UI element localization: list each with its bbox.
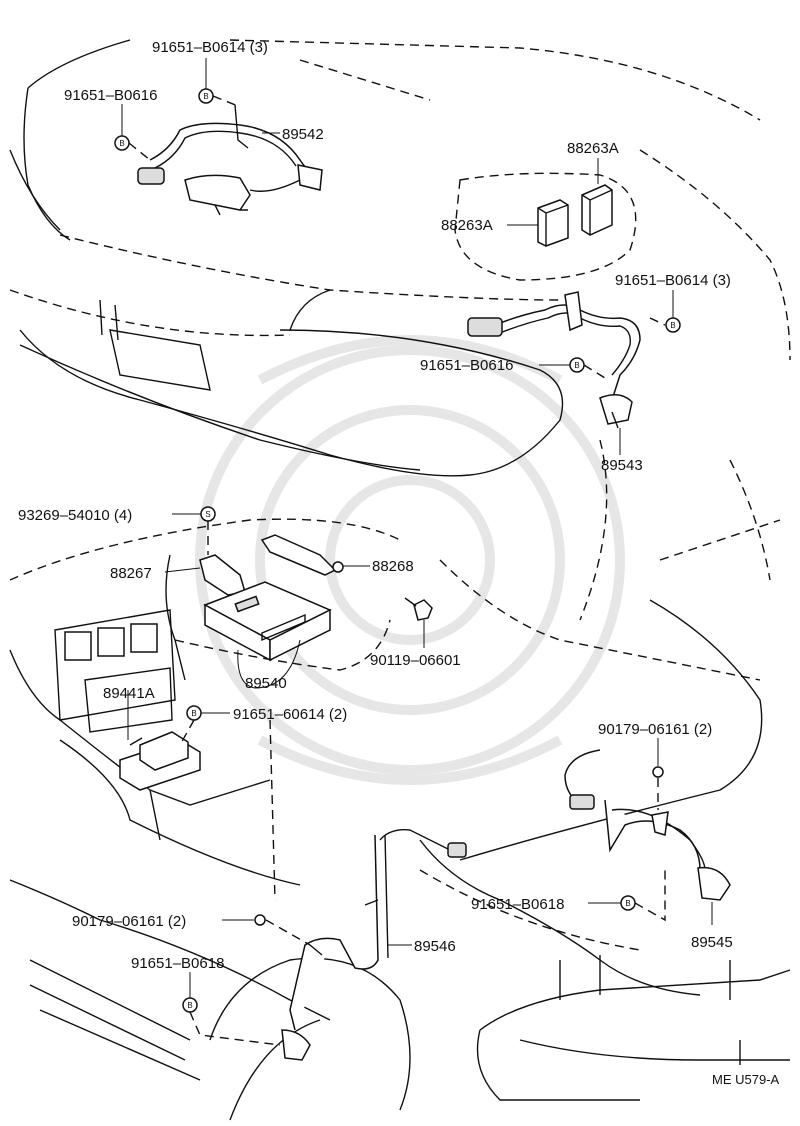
part-label-88267: 88267 bbox=[110, 565, 152, 582]
part-label-89540: 89540 bbox=[245, 675, 287, 692]
part-label-91651-b0614-3-mid: 91651–B0614 (3) bbox=[615, 272, 731, 289]
front-sensor-harness-89542 bbox=[137, 104, 323, 216]
part-label-89542: 89542 bbox=[282, 126, 324, 143]
part-label-90179-06161-2-right: 90179–06161 (2) bbox=[598, 721, 712, 738]
bolt-90119-06601 bbox=[404, 597, 433, 621]
rear-sensor-harness-89545 bbox=[564, 749, 731, 901]
abs-ecu-89540 bbox=[203, 581, 332, 662]
bolt-symbol-text: B bbox=[119, 139, 124, 148]
part-label-91651-b0618-right: 91651–B0618 bbox=[471, 896, 564, 913]
bolt-symbol-text: B bbox=[203, 92, 208, 101]
rear-sensor-harness-89546 bbox=[281, 829, 467, 1061]
bolt-symbol-text: B bbox=[574, 361, 579, 370]
bracket-88268 bbox=[260, 534, 337, 576]
part-label-91651-b0616-mid: 91651–B0616 bbox=[420, 357, 513, 374]
part-label-91651-60614-2: 91651–60614 (2) bbox=[233, 706, 347, 723]
bolt-symbol-text: B bbox=[191, 709, 196, 718]
bolt-symbol-text: B bbox=[670, 321, 675, 330]
nut-symbols bbox=[254, 561, 664, 926]
bolt-symbol-text: B bbox=[187, 1001, 192, 1010]
bolt-symbol-text: B bbox=[625, 899, 630, 908]
part-label-89543: 89543 bbox=[601, 457, 643, 474]
part-label-89546: 89546 bbox=[414, 938, 456, 955]
relay-88263a-left bbox=[537, 199, 569, 247]
bolt-symbol-letters: B B B B B B B bbox=[119, 92, 675, 1010]
vehicle-body-outline bbox=[9, 39, 791, 621]
part-label-90119-06601: 90119–06601 bbox=[370, 652, 461, 669]
part-label-93269-54010-4: 93269–54010 (4) bbox=[18, 507, 132, 524]
diagram-reference-code: ME U579-A bbox=[712, 1072, 780, 1087]
part-labels: 91651–B0614 (3) 91651–B0616 89542 88263A… bbox=[18, 39, 780, 1087]
part-label-90179-06161-2-left: 90179–06161 (2) bbox=[72, 913, 186, 930]
screw-symbol-text: S bbox=[205, 510, 210, 519]
part-label-88268: 88268 bbox=[372, 558, 414, 575]
front-sensor-harness-89543 bbox=[467, 291, 641, 429]
part-label-91651-b0618-left: 91651–B0618 bbox=[131, 955, 224, 972]
part-label-89441a: 89441A bbox=[103, 685, 155, 702]
leader-lines bbox=[121, 58, 713, 1046]
decel-sensor-89441a bbox=[119, 731, 201, 791]
nut-icon bbox=[652, 766, 664, 778]
part-label-91651-b0614-3-top: 91651–B0614 (3) bbox=[152, 39, 268, 56]
nut-icon bbox=[332, 561, 344, 573]
vehicle-lower-outline bbox=[9, 518, 791, 1121]
watermark-emblem bbox=[195, 335, 625, 785]
part-label-91651-b0616-top: 91651–B0616 bbox=[64, 87, 157, 104]
part-label-88263a-1: 88263A bbox=[567, 140, 619, 157]
relay-88263a-right bbox=[581, 184, 613, 236]
part-label-89545: 89545 bbox=[691, 934, 733, 951]
part-label-88263a-2: 88263A bbox=[441, 217, 493, 234]
screw-symbol: S bbox=[200, 506, 216, 522]
nut-icon bbox=[254, 914, 266, 926]
